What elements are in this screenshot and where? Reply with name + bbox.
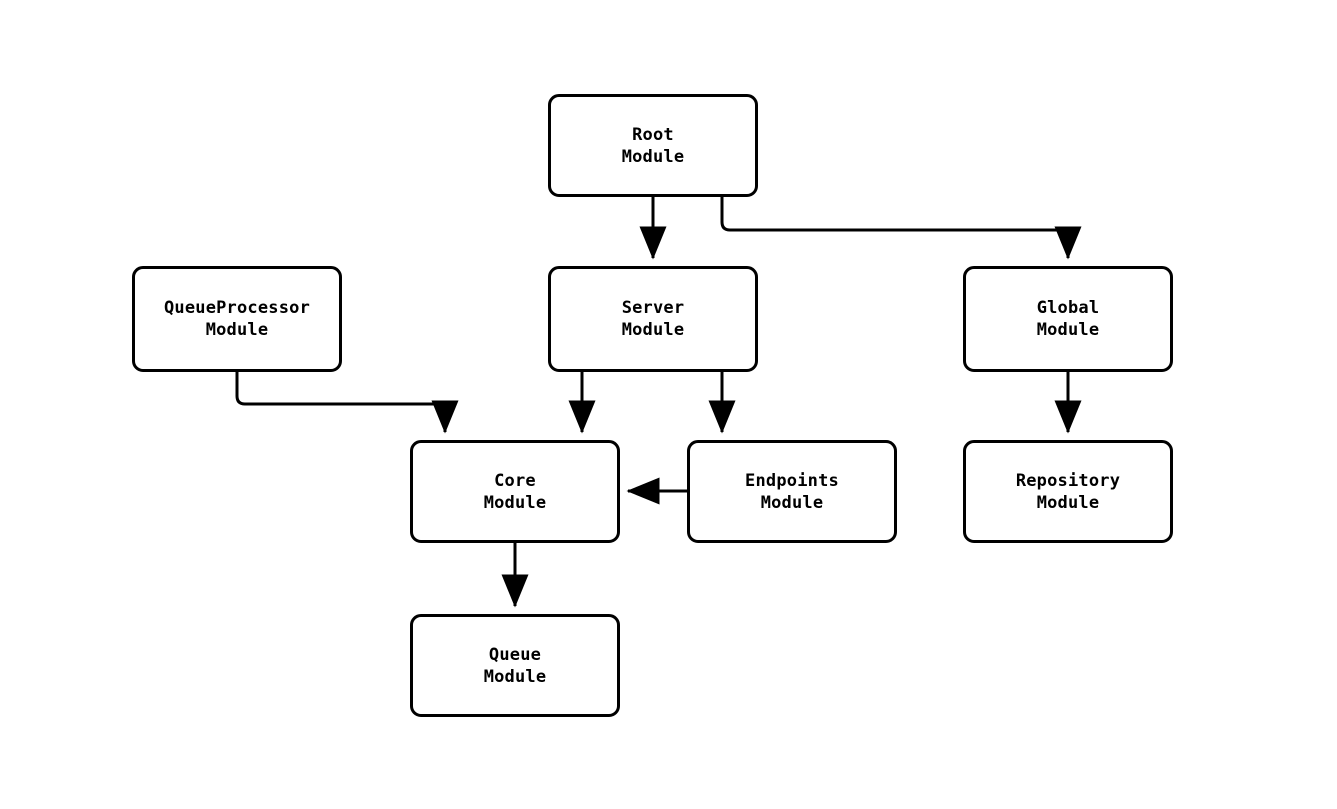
node-queueprocessor-module[interactable]: QueueProcessor Module [132,266,342,372]
node-global-module-label: Global Module [1036,298,1100,340]
node-root-module-label: Root Module [621,124,685,167]
node-core-module-label: Core Module [483,470,547,513]
node-queue-module-label: Queue Module [483,644,547,687]
node-endpoints-module-label: Endpoints Module [745,470,839,513]
edge-root-to-global [720,197,1082,260]
node-root-module[interactable]: Root Module [548,94,758,197]
node-queueprocessor-module-label: QueueProcessor Module [163,298,311,340]
node-repository-module[interactable]: Repository Module [963,440,1173,543]
node-queue-module[interactable]: Queue Module [410,614,620,717]
node-server-module-label: Server Module [621,298,685,340]
node-server-module[interactable]: Server Module [548,266,758,372]
node-repository-module-label: Repository Module [1015,470,1121,513]
node-global-module[interactable]: Global Module [963,266,1173,372]
edge-queueprocessor-to-core [235,372,459,434]
node-endpoints-module[interactable]: Endpoints Module [687,440,897,543]
node-core-module[interactable]: Core Module [410,440,620,543]
